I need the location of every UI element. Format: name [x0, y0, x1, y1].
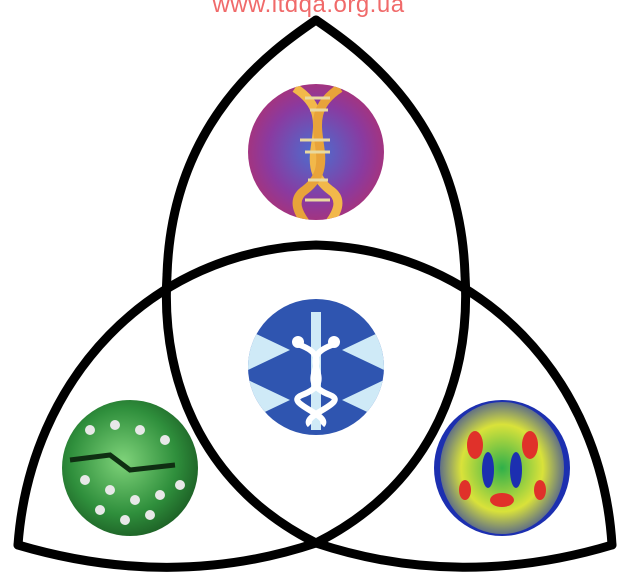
dna-helix-icon — [248, 84, 384, 222]
circuit-board-icon — [62, 400, 198, 536]
bottom-right-arc — [316, 543, 612, 567]
brain-scan-icon — [434, 400, 570, 536]
caduceus-icon — [248, 299, 384, 435]
bottom-left-arc — [18, 543, 316, 567]
